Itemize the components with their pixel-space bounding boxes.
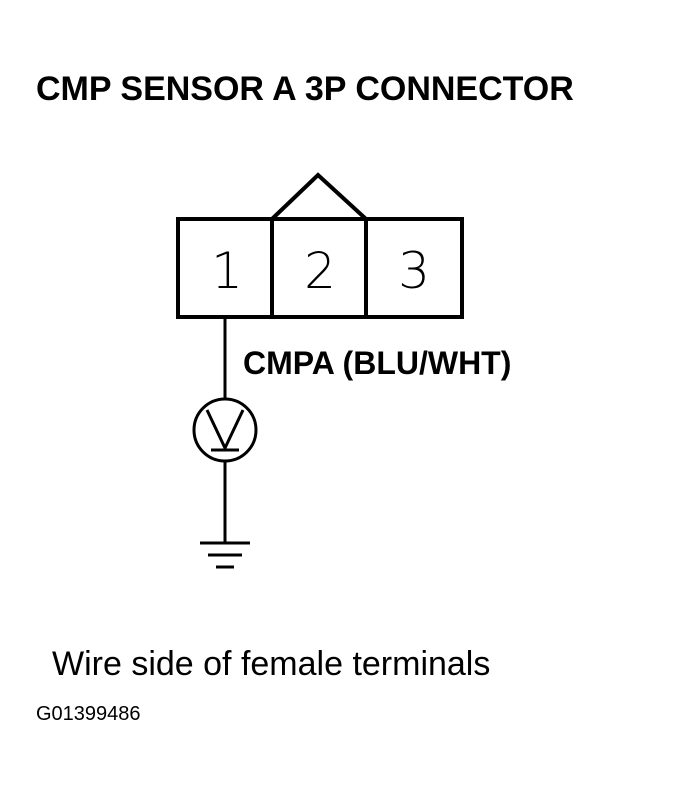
figure-code: G01399486 <box>36 703 141 725</box>
connector-body <box>176 217 464 319</box>
connector-lock-tab <box>270 172 368 221</box>
ground-icon <box>200 541 250 569</box>
pin-3-number: 3 <box>398 242 430 300</box>
pin-2-number: 2 <box>304 242 336 300</box>
voltmeter-icon <box>192 397 258 463</box>
diagram-title: CMP SENSOR A 3P CONNECTOR <box>36 70 574 108</box>
view-caption: Wire side of female terminals <box>52 645 491 683</box>
voltmeter-v-glyph <box>205 409 245 452</box>
wire-label: CMPA (BLU/WHT) <box>243 345 512 381</box>
pin-1-number: 1 <box>211 242 243 300</box>
